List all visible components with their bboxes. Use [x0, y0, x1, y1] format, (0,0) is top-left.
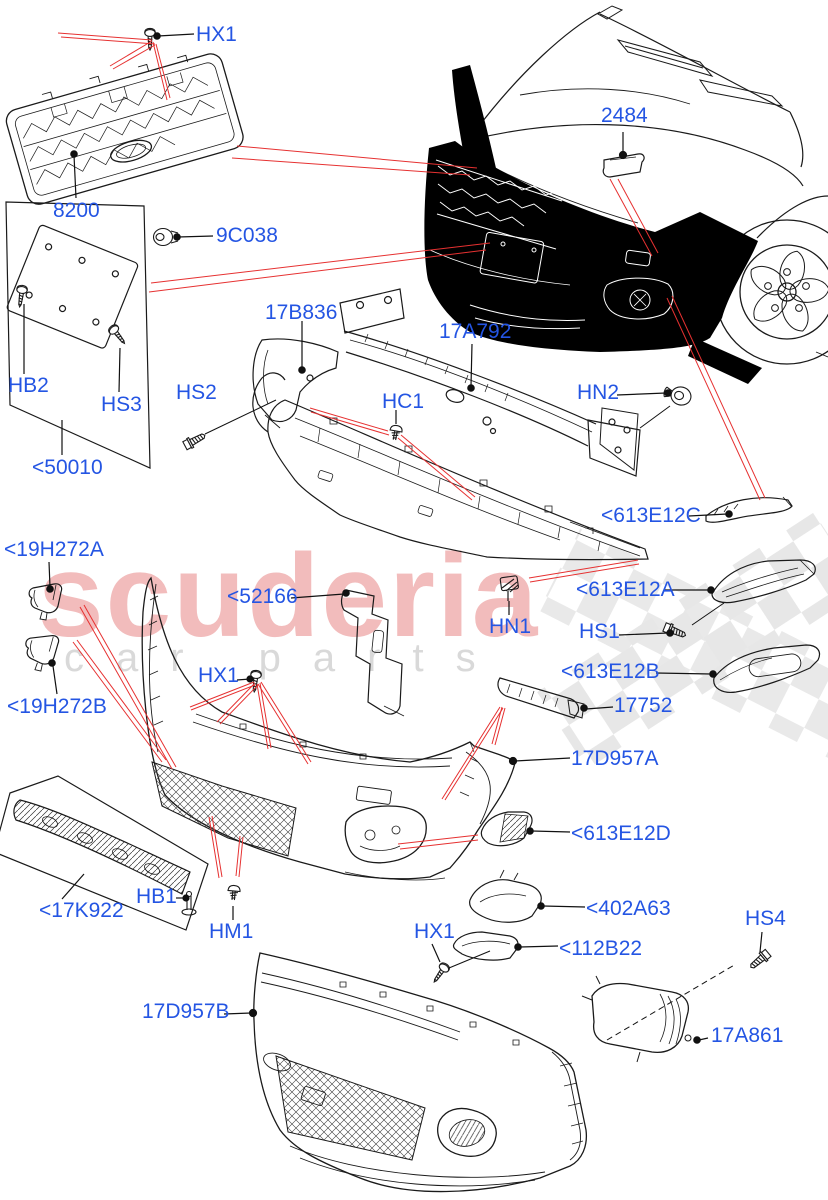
part-label-613e12a[interactable]: <613E12A [576, 578, 675, 601]
part-label-50010[interactable]: <50010 [32, 456, 103, 479]
watermark-tagline: car parts [64, 636, 508, 680]
part-label-hb2[interactable]: HB2 [8, 374, 49, 397]
part-label-hb1[interactable]: HB1 [136, 885, 177, 908]
bolt-hs2-icon [181, 429, 208, 452]
part-label-17752[interactable]: 17752 [614, 694, 673, 717]
towing-eye-cap-a-drawing [28, 583, 63, 621]
fog-bezel-b-drawing [713, 644, 821, 693]
part-label-hx1-mid[interactable]: HX1 [198, 664, 239, 687]
bolt-hs4-icon [746, 948, 773, 973]
part-label-52166[interactable]: <52166 [227, 585, 298, 608]
black-leader-lines [23, 32, 763, 1044]
part-label-17b836[interactable]: 17B836 [265, 301, 338, 324]
lower-bumper-cover-drawing [253, 952, 588, 1193]
fog-cover-613e12d-drawing [480, 811, 533, 847]
clip-hc1-icon [387, 423, 404, 442]
part-label-19h272b[interactable]: <19H272B [7, 695, 107, 718]
part-label-2484[interactable]: 2484 [601, 104, 648, 127]
vehicle-illustration [424, 5, 828, 384]
part-label-hn1[interactable]: HN1 [489, 615, 532, 638]
fog-lamp-bracket-drawing [340, 589, 405, 717]
part-label-hx1-bottom[interactable]: HX1 [414, 920, 455, 943]
watermark-checkered-flags [537, 512, 828, 770]
part-label-8200[interactable]: 8200 [53, 199, 100, 222]
part-label-hs3[interactable]: HS3 [101, 393, 142, 416]
part-label-613e12d[interactable]: <613E12D [571, 822, 671, 845]
part-label-19h272a[interactable]: <19H272A [4, 538, 104, 561]
part-label-112b22[interactable]: <112B22 [559, 937, 643, 960]
part-label-hm1[interactable]: HM1 [209, 920, 254, 943]
part-label-17d957a[interactable]: 17D957A [571, 747, 659, 770]
red-leader-lines [57, 32, 766, 879]
part-label-hs4[interactable]: HS4 [745, 907, 786, 930]
upper-bumper-cover-drawing [141, 576, 516, 881]
part-label-hs2[interactable]: HS2 [176, 381, 217, 404]
part-label-hc1[interactable]: HC1 [382, 390, 425, 413]
license-plate-panel-drawing [5, 201, 151, 469]
watermark-brand: scuderia [38, 530, 540, 662]
front-grille-drawing [5, 53, 244, 205]
part-label-hn2[interactable]: HN2 [577, 381, 620, 404]
fog-bezel-a-drawing [711, 559, 816, 604]
lower-grille-strip-box-drawing [0, 775, 209, 931]
part-label-402a63[interactable]: <402A63 [586, 897, 671, 920]
part-label-9c038[interactable]: 9C038 [216, 224, 278, 247]
part-label-17a792[interactable]: 17A792 [439, 320, 512, 343]
screw-hx1-bottom-icon [429, 960, 452, 986]
part-label-hx1-top[interactable]: HX1 [196, 23, 237, 46]
part-label-613e12b[interactable]: <613E12B [561, 660, 660, 683]
fog-lamp-drawing [581, 975, 692, 1063]
part-label-17a861[interactable]: 17A861 [711, 1024, 784, 1047]
bumper-reinforcement-beam-drawing [339, 288, 641, 477]
bumper-strip-17752-drawing [497, 677, 585, 719]
part-label-17k922[interactable]: <17K922 [39, 899, 124, 922]
part-label-17d957b[interactable]: 17D957B [142, 1000, 230, 1023]
bumper-bracket-drawing [252, 338, 339, 429]
clip-9c038-icon [152, 227, 179, 247]
strip-112b22-drawing [452, 931, 519, 961]
clip-hm1-icon [226, 884, 242, 902]
deflector-402a63-drawing [469, 869, 542, 923]
bumper-trim-c-drawing [705, 496, 793, 523]
part-label-hs1[interactable]: HS1 [579, 620, 620, 643]
part-label-613e12c[interactable]: <613E12C [601, 504, 701, 527]
clip-hn1-drawing [499, 575, 519, 601]
